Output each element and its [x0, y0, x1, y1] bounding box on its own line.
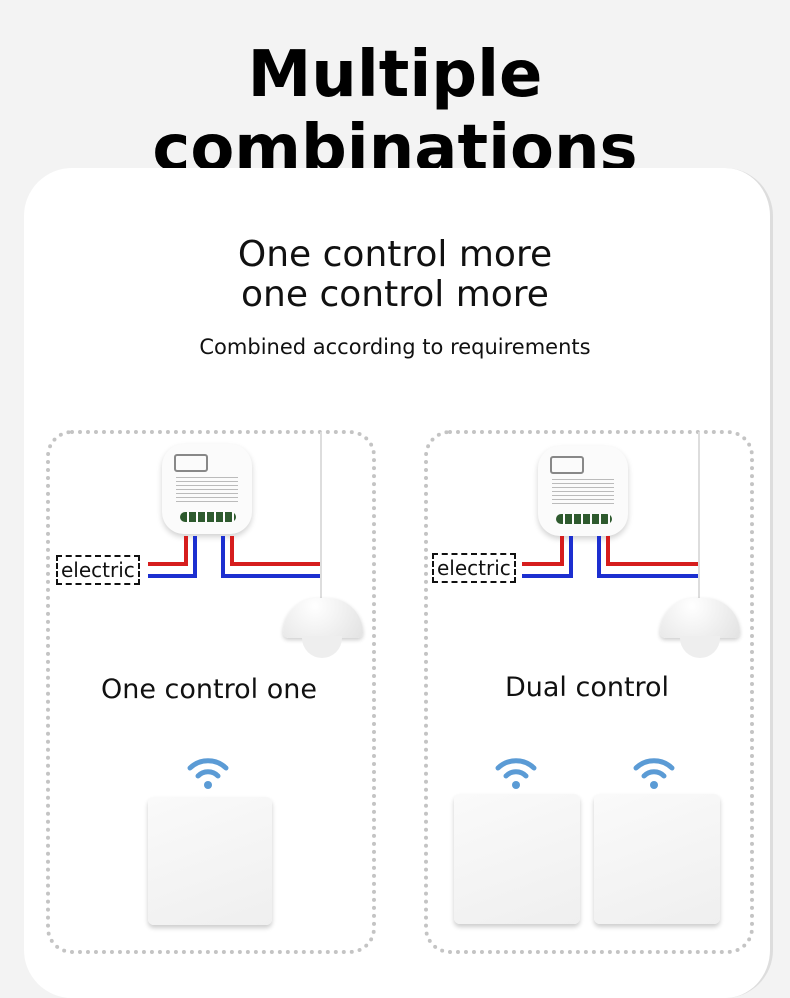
terminal-block	[180, 512, 236, 522]
neutral-wire	[193, 536, 197, 578]
live-wire	[184, 536, 188, 566]
live-wire	[560, 536, 564, 566]
wifi-icon	[187, 758, 229, 789]
module-label-text	[552, 476, 614, 506]
electric-source-label: electric	[432, 553, 516, 583]
live-wire	[230, 562, 320, 566]
wireless-switch	[148, 797, 272, 925]
headline-line1: One control more	[237, 234, 553, 275]
subtitle: Combined according to requirements	[199, 335, 591, 359]
live-wire	[606, 536, 610, 566]
lamp-cord	[698, 432, 700, 604]
indicator-icon	[174, 454, 208, 472]
panel-label: One control one	[101, 674, 317, 705]
panel-one-control-one	[46, 430, 376, 954]
terminal-block	[556, 514, 612, 524]
headline-line2: one control more	[241, 274, 549, 315]
pendant-lamp-icon	[283, 598, 363, 638]
wireless-switch	[594, 794, 720, 924]
live-wire	[606, 562, 698, 566]
wifi-icon	[495, 758, 537, 789]
live-wire	[230, 536, 234, 566]
module-label-text	[176, 474, 238, 504]
bulb-icon	[680, 636, 720, 658]
neutral-wire	[148, 574, 197, 578]
smart-switch-module	[162, 444, 252, 534]
pendant-lamp-icon	[660, 598, 740, 638]
wireless-switch	[454, 794, 580, 924]
neutral-wire	[597, 536, 601, 578]
neutral-wire	[597, 574, 698, 578]
panel-label: Dual control	[504, 672, 670, 703]
indicator-icon	[550, 456, 584, 474]
neutral-wire	[522, 574, 573, 578]
smart-switch-module	[538, 446, 628, 536]
neutral-wire	[221, 574, 320, 578]
lamp-cord	[320, 432, 322, 604]
neutral-wire	[569, 536, 573, 578]
panel-dual-control	[424, 430, 754, 954]
electric-source-label: electric	[56, 555, 140, 585]
live-wire	[148, 562, 188, 566]
page-title: Multiple combinations	[152, 38, 638, 186]
bulb-icon	[302, 636, 342, 658]
live-wire	[522, 562, 564, 566]
wifi-icon	[633, 758, 675, 789]
neutral-wire	[221, 536, 225, 578]
